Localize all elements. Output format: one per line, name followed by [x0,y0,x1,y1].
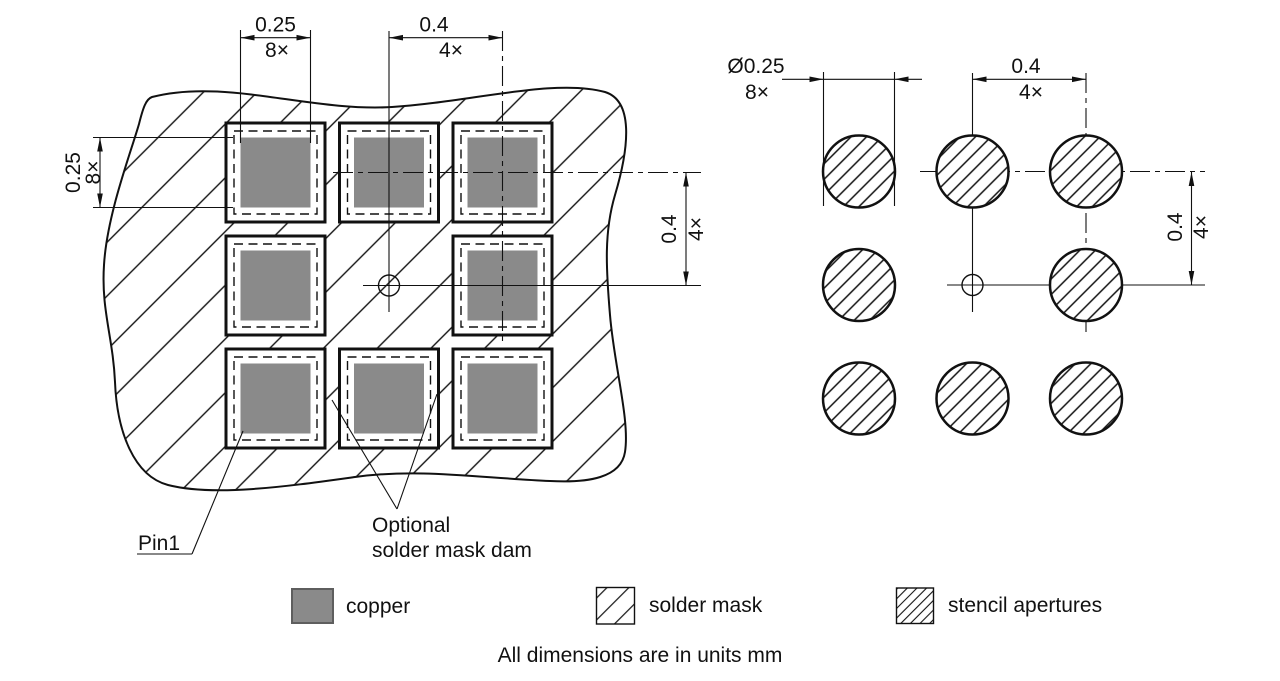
arrowhead [296,34,311,41]
pad-dashed-outline [460,356,545,441]
right-view-stencil-pattern: Ø0.25 8× 0.4 4× 0.4 4× [727,55,1213,436]
aperture-array [821,134,1124,436]
aperture-c1 [821,361,897,436]
legend: copper solder mask stencil apertures [291,586,1102,625]
dim-aperture-diameter: Ø0.25 8× [727,55,922,206]
aperture-outline [821,134,897,209]
dam-label-line1: Optional [372,514,450,537]
pad-dashed-outline [233,130,318,215]
pad-dashed-outline [233,243,318,328]
dim-pad-size-top: 0.25 8× [239,14,312,143]
centerlines-left-view [333,31,701,341]
dim-pad-size-left: 0.25 8× [62,136,233,209]
dim-pitch-right-right-view: 0.4 4× [1164,172,1213,285]
center-mark [961,273,984,297]
legend-item-solder-mask: solder mask [595,586,763,625]
aperture-outline [1048,247,1124,323]
aperture-c2 [935,361,1010,436]
arrowhead [488,34,503,41]
arrowhead [1188,172,1195,186]
copper-swatch [291,588,334,624]
aperture-a3 [1048,134,1124,209]
arrowhead [683,172,689,187]
pad-b1 [224,234,327,337]
aperture-b3 [1048,247,1124,323]
aperture-a1 [821,134,897,209]
units-note: All dimensions are in units mm [498,644,783,667]
aperture-a2 [935,134,1010,209]
dim-value: 0.4 [419,14,449,37]
arrowhead [894,76,909,83]
arrowhead [97,137,103,152]
aperture-outline [935,134,1010,209]
pad-c1-pin1 [224,347,327,450]
dim-pitch-top-left-view: 0.4 4× [389,14,503,62]
legend-item-copper: copper [291,588,410,624]
leader-line [331,399,398,510]
dim-count: 4× [1019,81,1043,104]
copper-pad [354,363,424,434]
copper-pad [240,250,311,321]
arrowhead [809,76,824,83]
dim-pitch-right-left-view: 0.4 4× [658,172,708,286]
pad-c2 [338,347,440,450]
dim-value: 0.25 [62,152,85,193]
copper-pad [240,363,311,434]
leader-line [191,430,244,555]
dim-value: Ø0.25 [727,55,784,78]
pin1-callout: Pin1 [137,430,244,555]
pad-a1 [224,121,327,224]
dim-value: 0.4 [658,214,681,244]
arrowhead [683,271,689,286]
dim-count: 8× [265,39,289,62]
dim-value: 0.25 [255,14,296,37]
pad-dashed-outline [233,356,318,441]
arrowhead [389,34,403,41]
aperture-outline [1048,134,1124,209]
arrowhead [97,193,103,208]
legend-item-stencil-apertures: stencil apertures [895,587,1102,625]
aperture-outline [935,361,1010,436]
dim-pitch-top-right-view: 0.4 4× [972,55,1086,104]
aperture-c3 [1048,361,1124,436]
aperture-outline [821,247,897,323]
center-mark [377,274,401,297]
copper-pad [467,363,538,434]
legend-copper-label: copper [346,595,410,618]
pad-c3 [451,347,554,450]
dim-count: 4× [439,39,463,62]
pin1-label: Pin1 [138,532,180,555]
arrowhead [1072,76,1086,83]
copper-pad [240,137,311,208]
dim-count: 4× [1190,215,1213,239]
dim-value: 0.4 [1164,212,1187,242]
dim-count: 8× [82,161,105,185]
left-view-land-pattern: 0.25 8× 0.4 4× 0.25 8× 0.4 4× [62,14,708,563]
dim-count: 8× [745,81,769,104]
arrowhead [240,34,255,41]
aperture-outline [1048,361,1124,436]
legend-stencil-apertures-label: stencil apertures [948,594,1102,617]
aperture-b1 [821,247,897,323]
pad-dashed-outline [346,356,432,441]
stencil-apertures-swatch [895,587,935,625]
leader-line [396,393,438,510]
dam-label-line2: solder mask dam [372,539,532,562]
dim-count: 4× [685,217,708,241]
arrowhead [972,76,987,83]
legend-solder-mask-label: solder mask [649,594,763,617]
aperture-outline [821,361,897,436]
solder-mask-swatch [595,586,636,625]
solder-mask-dam-callout: Optional solder mask dam [331,393,532,562]
arrowhead [1188,271,1195,285]
dim-value: 0.4 [1011,55,1041,78]
